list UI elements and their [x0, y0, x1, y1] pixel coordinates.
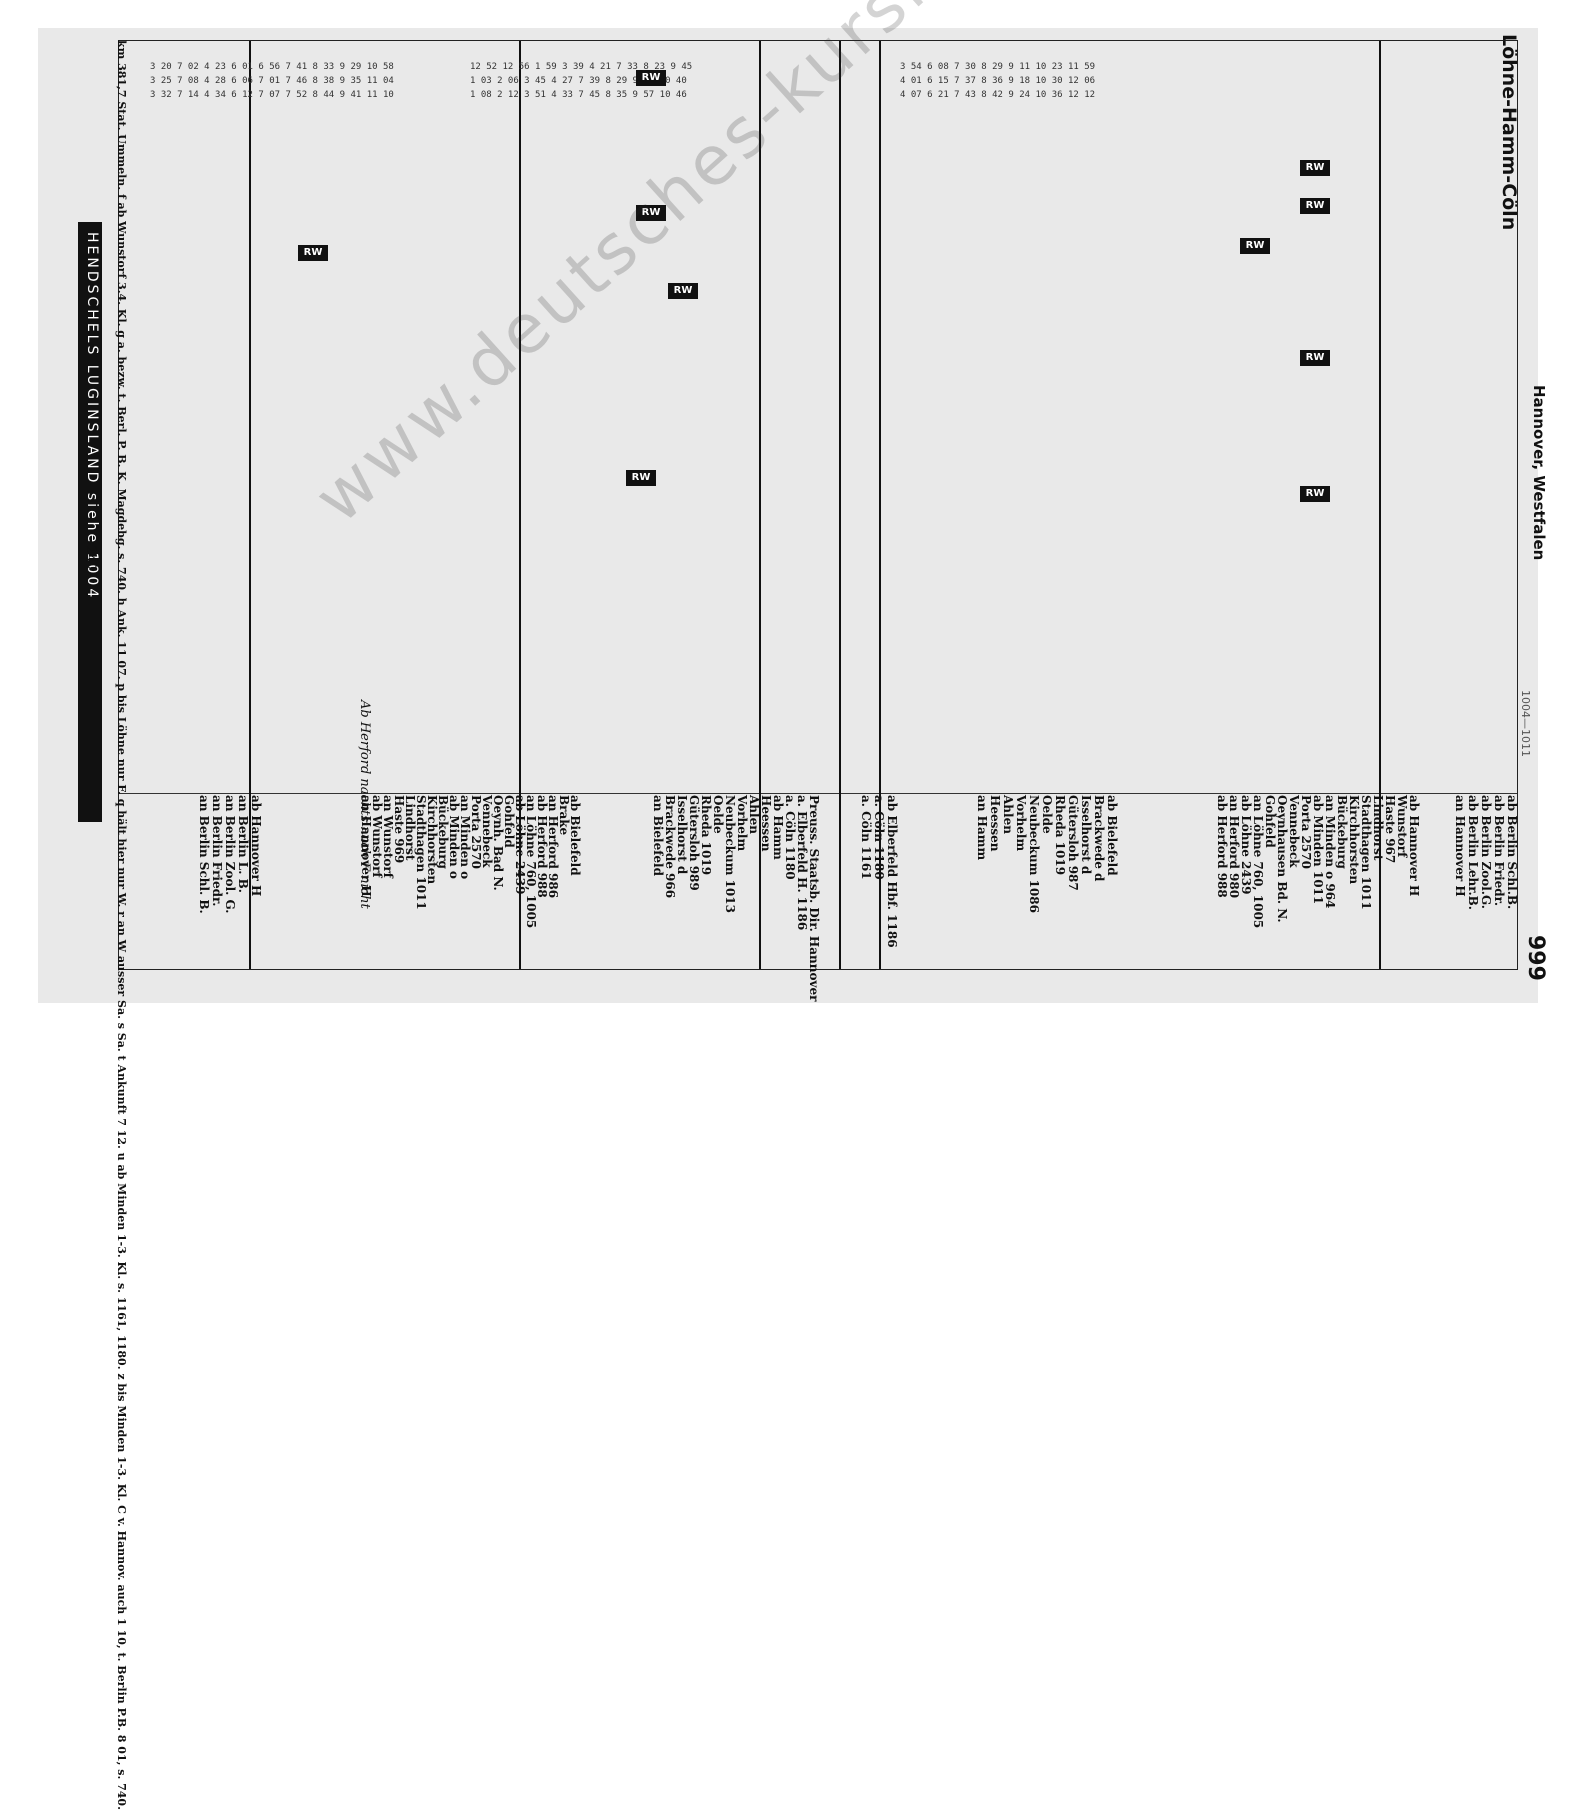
page-header: Hannover, Westfalen — [1530, 385, 1548, 561]
station-list-block6: ab Bielefeld Brake an Herford 986 ab Her… — [359, 795, 582, 929]
time-columns-right: 3 54 6 08 7 30 8 29 9 11 10 23 11 59 4 0… — [900, 62, 1096, 100]
rw-marker: RW — [636, 205, 666, 221]
footnotes: km 381,7 Stat. Ummeln. f ab Wunstorf 3.4… — [115, 40, 128, 1810]
page-number: 999 — [1523, 935, 1548, 981]
station-divider — [119, 793, 1517, 794]
rw-marker: RW — [668, 283, 698, 299]
column-divider — [519, 41, 521, 969]
rw-marker: RW — [1300, 486, 1330, 502]
timetable-grid — [118, 40, 1518, 970]
rw-marker: RW — [1300, 198, 1330, 214]
rw-marker: RW — [298, 245, 328, 261]
station-list-block1: ab Berlin Schl.B. ab Berlin Friedr. ab B… — [1453, 795, 1519, 910]
station-list-block3: ab Bielefeld Brackwede d Isselhorst d Gü… — [975, 795, 1119, 913]
rw-marker: RW — [1240, 238, 1270, 254]
rw-marker: RW — [626, 470, 656, 486]
page-reference: 1004—1011 — [1519, 690, 1532, 757]
rw-marker: RW — [636, 70, 666, 86]
luginsland-banner — [78, 222, 102, 822]
station-list-block2: ab Hannover H Wunstorf Haste 967 Lindhor… — [1215, 795, 1421, 929]
column-divider — [759, 41, 761, 969]
station-list-block5: Preuss. Staatsb. Dir. Hannover a. Elberf… — [651, 795, 821, 1002]
rw-marker: RW — [1300, 350, 1330, 366]
column-divider — [839, 41, 841, 969]
station-list-block4: ab Elberfeld Hbf. 1186 a. Cöln 1180 a. C… — [859, 795, 899, 948]
time-columns-left: 3 20 7 02 4 23 6 01 6 56 7 41 8 33 9 29 … — [150, 62, 394, 100]
station-list-block7: ab Hannover H an Berlin L. B. an Berlin … — [197, 795, 263, 914]
column-divider — [1379, 41, 1381, 969]
column-divider — [879, 41, 881, 969]
timetable-page — [38, 28, 1538, 1003]
footer-number: 247 — [82, 545, 98, 572]
column-divider — [249, 41, 251, 969]
rw-marker: RW — [1300, 160, 1330, 176]
time-columns-middle: 12 52 12 56 1 59 3 39 4 21 7 33 8 23 9 4… — [470, 62, 693, 100]
